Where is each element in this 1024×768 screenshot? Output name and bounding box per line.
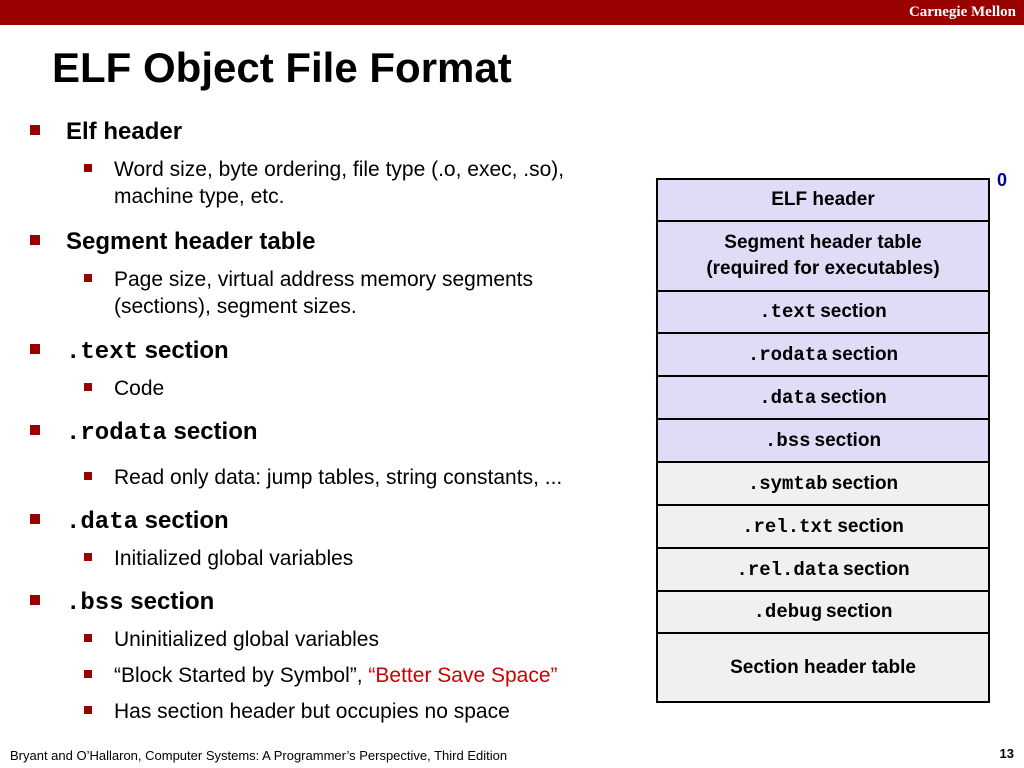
- sub-bullet-text: Code: [114, 377, 165, 400]
- row-label: section: [843, 558, 910, 580]
- row-code: .rel.txt: [742, 515, 834, 538]
- bullet-marker: [30, 594, 40, 605]
- sub-bullet-text: Uninitialized global variables: [114, 628, 379, 651]
- sub-bullet-marker: [84, 274, 92, 282]
- bullet-elf-header: Elf header: [30, 118, 182, 146]
- sub-bullet: Read only data: jump tables, string cons…: [84, 464, 624, 491]
- bullet-label: section: [123, 588, 215, 615]
- sub-bullet-marker: [84, 164, 92, 172]
- sub-bullet-text: Has section header but occupies no space: [114, 700, 510, 723]
- sub-bullet-text: Word size, byte ordering, file type (.o,…: [114, 158, 565, 208]
- footer-citation: Bryant and O’Hallaron, Computer Systems:…: [10, 748, 508, 763]
- bullet-label: Segment header table: [66, 228, 316, 255]
- row-code: .data: [759, 386, 817, 409]
- page-number: 13: [999, 746, 1014, 761]
- row-label: section: [831, 343, 899, 365]
- row-code: .text: [759, 301, 817, 323]
- bullet-code: .rodata: [66, 420, 167, 447]
- row-label: section: [820, 386, 887, 408]
- sub-bullet-text: Page size, virtual address memory segmen…: [114, 268, 534, 318]
- sub-bullet-marker: [84, 670, 92, 678]
- sub-bullet-text-part: “Block Started by Symbol”,: [114, 664, 369, 687]
- bullet-segment-header-table: Segment header table: [30, 228, 315, 256]
- sub-bullet: Initialized global variables: [84, 545, 624, 572]
- table-row-elf-header: ELF header: [658, 180, 988, 222]
- bullet-data-section: .data section: [30, 507, 229, 536]
- table-row-section-header-table: Section header table: [658, 634, 988, 701]
- sub-bullet-text: Read only data: jump tables, string cons…: [114, 466, 563, 489]
- bullet-marker: [30, 343, 40, 354]
- sub-bullet: Uninitialized global variables: [84, 626, 624, 653]
- sub-bullet-text: Initialized global variables: [114, 547, 354, 570]
- bullet-label: section: [166, 418, 258, 445]
- elf-layout-table: ELF header Segment header table (required…: [656, 178, 990, 703]
- bullet-label: Elf header: [66, 118, 183, 145]
- bullet-marker: [30, 234, 40, 245]
- sub-bullet-marker: [84, 472, 92, 480]
- row-label: ELF header: [771, 189, 875, 210]
- row-label: section: [837, 515, 904, 537]
- sub-bullet-marker: [84, 553, 92, 561]
- highlight-text: “Better Save Space”: [368, 664, 558, 687]
- bullet-code: .bss: [66, 590, 124, 617]
- bullet-label: section: [138, 507, 229, 534]
- slide-title: ELF Object File Format: [52, 44, 512, 91]
- sub-bullet: Has section header but occupies no space: [84, 698, 624, 725]
- offset-zero-label: 0: [997, 170, 1008, 190]
- table-row-segment-header-table: Segment header table (required for execut…: [658, 222, 988, 292]
- sub-bullet: Word size, byte ordering, file type (.o,…: [84, 156, 624, 210]
- row-label: section: [820, 301, 887, 322]
- bullet-marker: [30, 124, 40, 135]
- row-label: section: [825, 601, 893, 622]
- row-code: .bss: [764, 429, 811, 452]
- row-label: section: [831, 472, 899, 494]
- row-label-line2: (required for executables): [706, 258, 940, 279]
- bullet-label: section: [138, 337, 229, 364]
- row-label: section: [814, 429, 882, 451]
- sub-bullet-text: “Block Started by Symbol”, “Better Save …: [114, 662, 624, 689]
- sub-bullet: Page size, virtual address memory segmen…: [84, 266, 624, 320]
- sub-bullet-marker: [84, 706, 92, 714]
- row-label-line1: Segment header table: [724, 232, 922, 253]
- brand-label: Carnegie Mellon: [908, 4, 1016, 20]
- bullet-marker: [30, 513, 40, 524]
- bullet-code: .text: [66, 339, 139, 366]
- row-label: Section header table: [730, 656, 916, 678]
- bullet-code: .data: [66, 509, 139, 536]
- bullet-marker: [30, 424, 40, 435]
- row-code: .rodata: [747, 343, 828, 366]
- sub-bullet: “Block Started by Symbol”, “Better Save …: [84, 662, 624, 689]
- row-code: .symtab: [747, 472, 828, 495]
- bullet-bss-section: .bss section: [30, 588, 214, 617]
- sub-bullet-marker: [84, 634, 92, 642]
- bullet-text-section: .text section: [30, 337, 229, 366]
- row-code: .debug: [753, 601, 822, 623]
- top-bar: Carnegie Mellon: [0, 0, 1024, 25]
- row-code: .rel.data: [736, 558, 840, 581]
- bullet-rodata-section: .rodata section: [30, 418, 258, 447]
- sub-bullet-marker: [84, 383, 92, 391]
- sub-bullet: Code: [84, 375, 624, 402]
